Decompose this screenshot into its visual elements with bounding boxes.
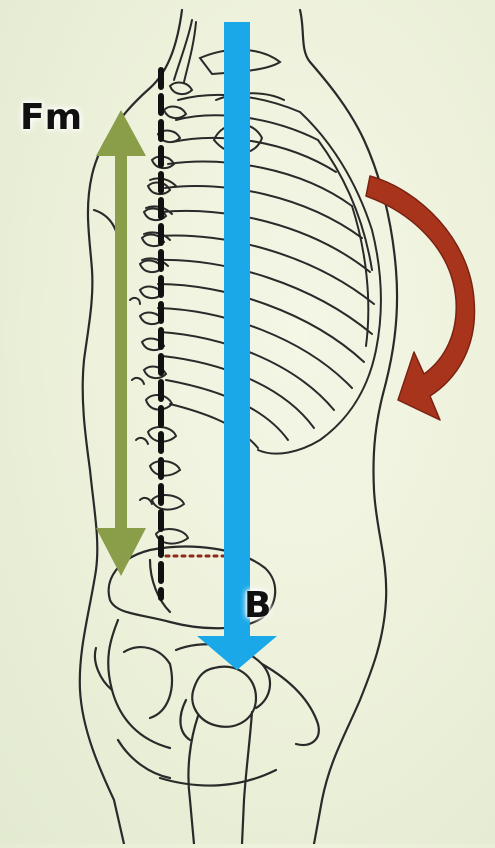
pelvis <box>95 547 319 844</box>
b-label: B <box>244 588 271 624</box>
ribcage <box>142 50 381 454</box>
fm-label: Fm <box>20 100 82 136</box>
fm-double-arrow-icon <box>96 110 146 576</box>
gravity-arrow-icon <box>197 22 277 670</box>
rotation-arrow-icon <box>366 176 475 420</box>
